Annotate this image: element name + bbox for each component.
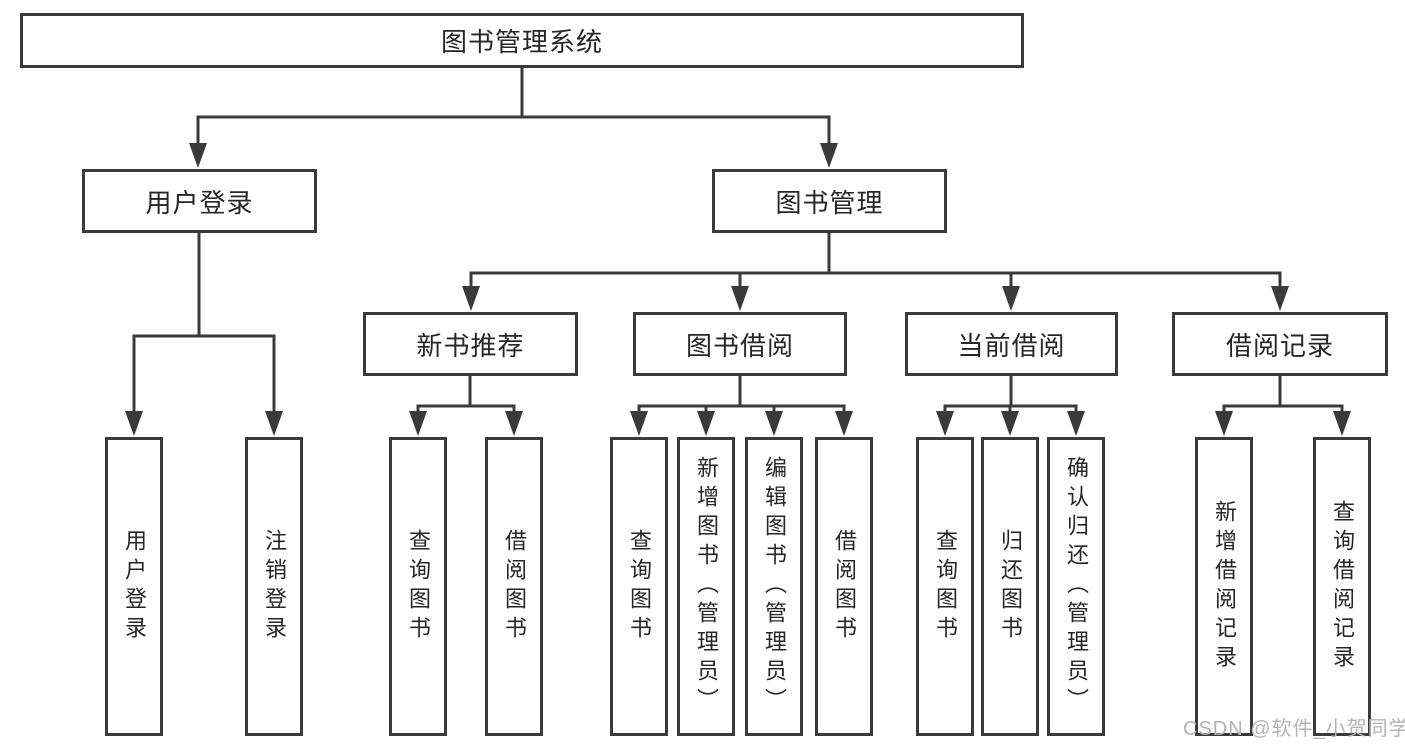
edge-new-book-to-leaves — [409, 375, 523, 436]
edge-borrow-records-to-leaves — [1215, 375, 1351, 436]
arrowhead — [125, 411, 143, 436]
node-user-login: 用户登录 — [82, 169, 317, 233]
arrowhead — [1333, 411, 1351, 436]
leaf-label: 编辑图书（管理员） — [762, 456, 787, 717]
node-book-borrow: 图书借阅 — [633, 312, 847, 376]
csdn-watermark: CSDN @软件_小贺同学 — [1183, 718, 1405, 740]
arrowhead — [189, 143, 207, 168]
arrowhead — [765, 411, 783, 436]
leaf-label: 查询图书 — [406, 528, 431, 645]
leaf-label: 查询图书 — [627, 528, 652, 645]
leaf-label: 确认归还（管理员） — [1064, 456, 1089, 717]
leaf-label: 注销登录 — [262, 528, 287, 645]
node-leaf-return-books: 归还图书 — [981, 437, 1039, 736]
leaf-label: 用户登录 — [122, 528, 147, 645]
arrowhead — [409, 411, 427, 436]
node-leaf-add-borrow-record: 新增借阅记录 — [1195, 437, 1253, 736]
leaf-label: 新增图书（管理员） — [694, 456, 719, 717]
node-borrow-records: 借阅记录 — [1172, 312, 1388, 376]
edge-book-management-to-level3 — [462, 233, 1289, 311]
arrowhead — [820, 143, 838, 168]
leaf-label: 借阅图书 — [832, 528, 857, 645]
node-root-system: 图书管理系统 — [20, 13, 1024, 68]
node-leaf-query-books-borrow: 查询图书 — [610, 437, 668, 736]
node-leaf-query-borrow-record: 查询借阅记录 — [1313, 437, 1371, 736]
node-leaf-add-books-admin: 新增图书（管理员） — [677, 437, 735, 736]
edge-book-borrow-to-leaves — [630, 375, 853, 436]
edge-root-to-level2 — [189, 68, 838, 168]
arrowhead — [1067, 411, 1085, 436]
arrowhead — [1271, 286, 1289, 311]
leaf-label: 查询图书 — [933, 528, 958, 645]
leaf-label: 新增借阅记录 — [1212, 499, 1237, 674]
node-leaf-query-books-current: 查询图书 — [916, 437, 974, 736]
arrowhead — [936, 411, 954, 436]
arrowhead — [1002, 286, 1020, 311]
node-leaf-borrow-books-recommend: 借阅图书 — [485, 437, 543, 736]
edge-current-borrow-to-leaves — [936, 375, 1085, 436]
arrowhead — [731, 286, 749, 311]
node-leaf-confirm-return-admin: 确认归还（管理员） — [1047, 437, 1105, 736]
node-leaf-borrow-books: 借阅图书 — [815, 437, 873, 736]
arrowhead — [1215, 411, 1233, 436]
edge-user-login-to-leaves — [125, 233, 283, 436]
leaf-label: 查询借阅记录 — [1330, 499, 1355, 674]
leaf-label: 归还图书 — [998, 528, 1023, 645]
leaf-label: 借阅图书 — [502, 528, 527, 645]
node-book-management: 图书管理 — [712, 169, 947, 233]
arrowhead — [505, 411, 523, 436]
node-leaf-edit-books-admin: 编辑图书（管理员） — [745, 437, 803, 736]
arrowhead — [835, 411, 853, 436]
arrowhead — [697, 411, 715, 436]
node-new-book-recommend: 新书推荐 — [363, 312, 578, 376]
node-leaf-logout: 注销登录 — [245, 437, 303, 736]
arrowhead — [1001, 411, 1019, 436]
arrowhead — [630, 411, 648, 436]
arrowhead — [265, 411, 283, 436]
node-leaf-query-books-recommend: 查询图书 — [389, 437, 447, 736]
node-leaf-user-login: 用户登录 — [105, 437, 163, 736]
node-current-borrow: 当前借阅 — [905, 312, 1118, 376]
arrowhead — [462, 286, 480, 311]
